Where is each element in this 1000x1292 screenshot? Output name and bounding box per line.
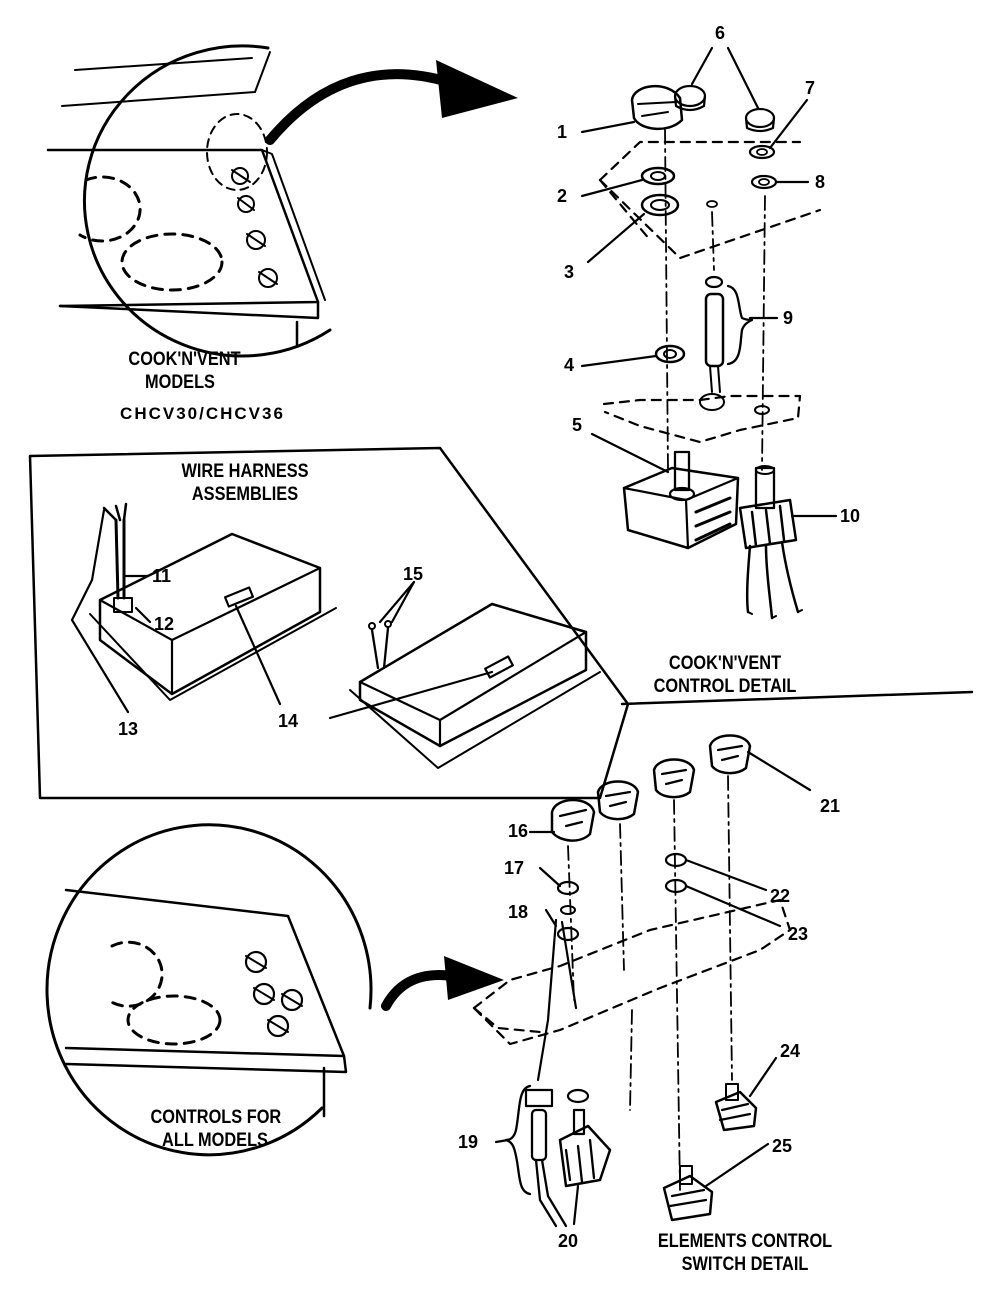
callout-17: 17 bbox=[504, 858, 525, 878]
callout-12: 12 bbox=[154, 614, 175, 634]
curved-arrow-top bbox=[265, 60, 518, 145]
callout-8: 8 bbox=[815, 172, 826, 192]
wire-harness-box bbox=[28, 446, 630, 800]
caption-wire-harness: WIRE HARNESS ASSEMBLIES bbox=[176, 462, 314, 504]
callout-10: 10 bbox=[840, 506, 861, 526]
cooknvent-models-magnifier bbox=[46, 44, 332, 358]
callout-9: 9 bbox=[783, 308, 794, 328]
caption-controls-all-models-line2: ALL MODELS bbox=[162, 1130, 268, 1151]
caption-controls-all-models-line1: CONTROLS FOR bbox=[150, 1107, 282, 1128]
leaders-top bbox=[580, 46, 838, 518]
leaders-bottom bbox=[494, 750, 812, 1226]
callout-21: 21 bbox=[820, 796, 841, 816]
callout-7: 7 bbox=[805, 78, 816, 98]
caption-control-detail-line1: COOK'N'VENT bbox=[668, 653, 782, 674]
callout-1: 1 bbox=[557, 122, 568, 142]
callout-16: 16 bbox=[508, 821, 529, 841]
leaders-harness bbox=[70, 508, 494, 720]
caption-switch-detail-line2: SWITCH DETAIL bbox=[681, 1254, 809, 1275]
callout-5: 5 bbox=[572, 415, 583, 435]
caption-cooknvent-models-line2: MODELS bbox=[145, 372, 215, 393]
callout-24: 24 bbox=[780, 1041, 801, 1061]
caption-wire-harness-line1: WIRE HARNESS bbox=[181, 461, 309, 482]
callout-23: 23 bbox=[788, 924, 809, 944]
callout-6: 6 bbox=[715, 23, 726, 43]
caption-wire-harness-line2: ASSEMBLIES bbox=[191, 484, 299, 505]
callout-25: 25 bbox=[772, 1136, 793, 1156]
callout-2: 2 bbox=[557, 186, 568, 206]
cooknvent-control-parts bbox=[598, 84, 822, 620]
divider-line bbox=[620, 690, 974, 706]
callout-22: 22 bbox=[770, 886, 791, 906]
callout-11: 11 bbox=[152, 566, 172, 586]
callout-4: 4 bbox=[564, 355, 575, 375]
caption-cooknvent-models: COOK'N'VENT MODELS bbox=[128, 349, 241, 393]
caption-switch-detail-line1: ELEMENTS CONTROL bbox=[657, 1231, 833, 1252]
callout-19: 19 bbox=[458, 1132, 479, 1152]
controls-all-models-magnifier bbox=[45, 823, 373, 1157]
callout-13: 13 bbox=[118, 719, 139, 739]
callout-14: 14 bbox=[278, 711, 299, 731]
callout-20: 20 bbox=[558, 1231, 579, 1251]
caption-controls-all-models: CONTROLS FOR ALL MODELS bbox=[150, 1107, 282, 1151]
callout-18: 18 bbox=[508, 902, 529, 922]
caption-switch-detail: ELEMENTS CONTROL SWITCH DETAIL bbox=[646, 1232, 844, 1274]
caption-model-numbers: CHCV30/CHCV36 bbox=[120, 404, 285, 423]
callout-15: 15 bbox=[403, 564, 424, 584]
caption-cooknvent-models-line1: COOK'N'VENT bbox=[128, 349, 241, 370]
elements-switch-parts bbox=[472, 734, 792, 1228]
callout-3: 3 bbox=[564, 262, 575, 282]
caption-control-detail: COOK'N'VENT CONTROL DETAIL bbox=[652, 654, 798, 696]
caption-control-detail-line2: CONTROL DETAIL bbox=[653, 676, 797, 697]
curved-arrow-bottom bbox=[381, 956, 504, 1011]
